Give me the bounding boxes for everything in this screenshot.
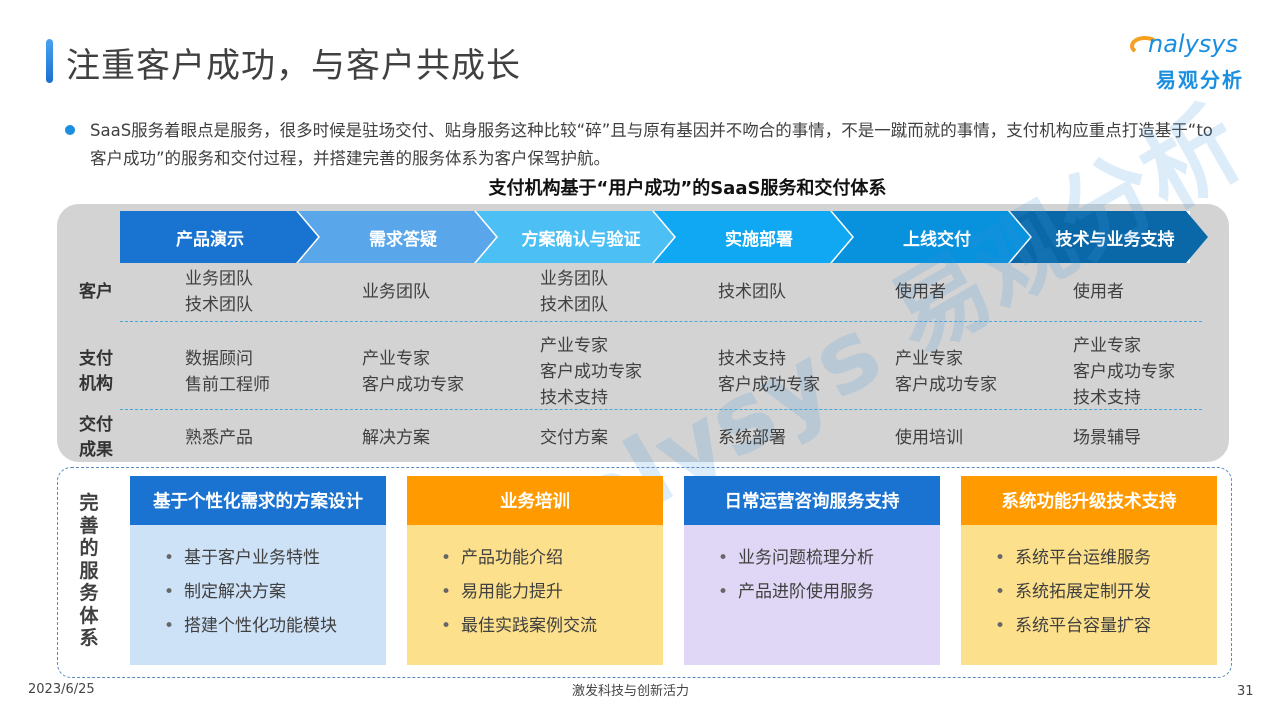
grid-cell: 解决方案 (362, 428, 430, 448)
grid-cell: 使用者 (895, 282, 946, 302)
grid-cell: 使用培训 (895, 428, 963, 448)
logo-text-en: nalysys (1148, 30, 1238, 58)
service-card-list: 业务问题梳理分析产品进阶使用服务 (684, 525, 940, 609)
service-card-list: 系统平台运维服务系统拓展定制开发系统平台容量扩容 (961, 525, 1217, 643)
service-item: 系统平台容量扩容 (995, 609, 1217, 643)
diagram-title: 支付机构基于“用户成功”的SaaS服务和交付体系 (488, 178, 887, 199)
service-card-title: 业务培训 (407, 476, 663, 525)
service-card: 业务培训产品功能介绍易用能力提升最佳实践案例交流 (407, 476, 663, 665)
page-number: 31 (1237, 684, 1254, 699)
service-item: 基于客户业务特性 (164, 541, 386, 575)
stage-chevron: 需求答疑 (298, 211, 496, 263)
service-item: 业务问题梳理分析 (718, 541, 940, 575)
grid-cell: 业务团队 (362, 282, 430, 302)
service-card-list: 产品功能介绍易用能力提升最佳实践案例交流 (407, 525, 663, 643)
service-item: 系统拓展定制开发 (995, 575, 1217, 609)
stage-chevron: 技术与业务支持 (1010, 211, 1208, 263)
title-accent-bar (46, 39, 53, 83)
grid-cell: 使用者 (1073, 282, 1124, 302)
service-item: 最佳实践案例交流 (441, 609, 663, 643)
page-title: 注重客户成功，与客户共成长 (66, 46, 521, 86)
grid-cell: 产业专家 客户成功专家 (895, 349, 997, 395)
row-label: 客户 (79, 281, 113, 302)
stage-chevron: 实施部署 (654, 211, 852, 263)
service-item: 易用能力提升 (441, 575, 663, 609)
row-divider (120, 321, 1202, 322)
stage-chevron: 方案确认与验证 (476, 211, 674, 263)
service-item: 搭建个性化功能模块 (164, 609, 386, 643)
grid-cell: 产业专家 客户成功专家 (362, 349, 464, 395)
grid-cell: 产业专家 客户成功专家 技术支持 (540, 336, 642, 408)
analysys-logo: nalysys 易观分析 (1130, 28, 1260, 96)
grid-cell: 熟悉产品 (185, 428, 253, 448)
service-card: 系统功能升级技术支持系统平台运维服务系统拓展定制开发系统平台容量扩容 (961, 476, 1217, 665)
service-system-box (57, 467, 1232, 678)
grid-cell: 产业专家 客户成功专家 技术支持 (1073, 336, 1175, 408)
row-label: 支付 机构 (79, 349, 113, 394)
service-card: 基于个性化需求的方案设计基于客户业务特性制定解决方案搭建个性化功能模块 (130, 476, 386, 665)
service-system-label: 完善的服务体系 (79, 492, 99, 649)
grid-cell: 场景辅导 (1073, 428, 1141, 448)
service-card-title: 日常运营咨询服务支持 (684, 476, 940, 525)
service-item: 产品进阶使用服务 (718, 575, 940, 609)
grid-cell: 业务团队 技术团队 (185, 269, 253, 315)
footer-slogan: 激发科技与创新活力 (572, 684, 690, 699)
logo-text-cn: 易观分析 (1156, 68, 1244, 92)
grid-cell: 系统部署 (718, 428, 786, 448)
grid-cell: 业务团队 技术团队 (540, 269, 608, 315)
service-card: 日常运营咨询服务支持业务问题梳理分析产品进阶使用服务 (684, 476, 940, 665)
service-item: 产品功能介绍 (441, 541, 663, 575)
grid-cell: 技术团队 (718, 282, 786, 302)
service-card-title: 系统功能升级技术支持 (961, 476, 1217, 525)
grid-cell: 技术支持 客户成功专家 (718, 349, 820, 395)
logo-arc-icon (1130, 36, 1160, 56)
intro-paragraph: SaaS服务着眼点是服务，很多时候是驻场交付、贴身服务这种比较“碎”且与原有基因… (90, 121, 1213, 168)
service-card-list: 基于客户业务特性制定解决方案搭建个性化功能模块 (130, 525, 386, 643)
service-card-title: 基于个性化需求的方案设计 (130, 476, 386, 525)
stage-chevron: 上线交付 (832, 211, 1030, 263)
row-label: 交付 成果 (79, 415, 113, 460)
stage-chevron: 产品演示 (120, 211, 318, 263)
grid-cell: 交付方案 (540, 428, 608, 448)
service-item: 系统平台运维服务 (995, 541, 1217, 575)
row-divider (120, 409, 1202, 410)
footer-date: 2023/6/25 (28, 682, 95, 697)
service-item: 制定解决方案 (164, 575, 386, 609)
bullet-icon (65, 125, 75, 135)
grid-cell: 数据顾问 售前工程师 (185, 349, 270, 395)
